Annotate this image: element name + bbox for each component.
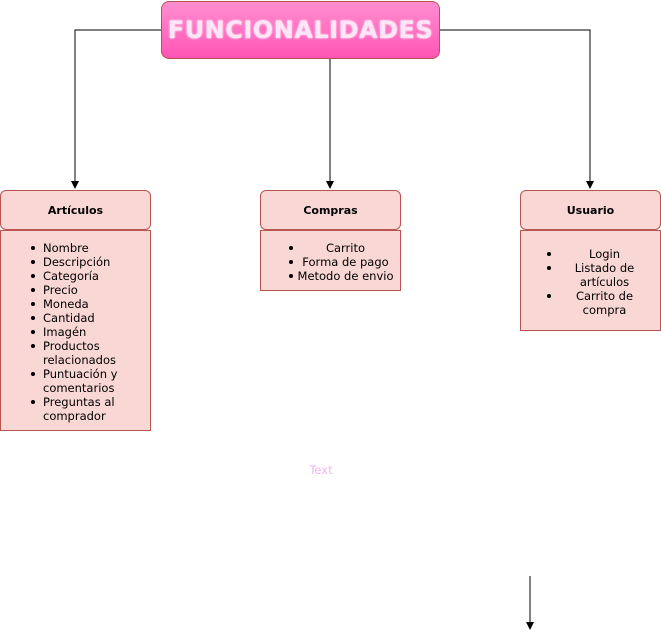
compras-list-box[interactable]: Carrito Forma de pago Metodo de envio <box>260 230 401 291</box>
articulos-list: Nombre Descripción Categoría Precio Mone… <box>1 241 150 423</box>
list-item: Categoría <box>1 269 150 283</box>
usuario-list-box[interactable]: Login Listado de artículos Carrito de co… <box>520 230 661 331</box>
root-node[interactable]: FUNCIONALIDADES <box>161 1 440 59</box>
floating-text-label[interactable]: Text <box>309 463 333 477</box>
list-item: Productos relacionados <box>1 339 150 367</box>
root-title: FUNCIONALIDADES <box>167 16 434 44</box>
list-item: Nombre <box>1 241 150 255</box>
usuario-list: Login Listado de artículos Carrito de co… <box>521 247 660 317</box>
list-item: Forma de pago <box>261 255 400 269</box>
list-item: Listado de artículos <box>521 261 660 289</box>
list-item: Puntuación y comentarios <box>1 367 150 395</box>
connector-root-to-articulos <box>71 29 161 189</box>
compras-header[interactable]: Compras <box>260 190 401 230</box>
list-item: Cantidad <box>1 311 150 325</box>
articulos-list-box[interactable]: Nombre Descripción Categoría Precio Mone… <box>0 230 151 431</box>
list-item: Precio <box>1 283 150 297</box>
list-item: Login <box>521 247 660 261</box>
connector-root-to-usuario <box>440 29 594 189</box>
articulos-title: Artículos <box>47 203 104 217</box>
list-item: Descripción <box>1 255 150 269</box>
list-item: Imagén <box>1 325 150 339</box>
compras-title: Compras <box>303 203 358 217</box>
articulos-header[interactable]: Artículos <box>0 190 151 230</box>
list-item: Moneda <box>1 297 150 311</box>
usuario-header[interactable]: Usuario <box>520 190 661 230</box>
usuario-title: Usuario <box>566 203 615 217</box>
list-item: Carrito <box>261 241 400 255</box>
list-item: Preguntas al comprador <box>1 395 150 423</box>
list-item: Metodo de envio <box>261 269 400 283</box>
compras-list: Carrito Forma de pago Metodo de envio <box>261 241 400 283</box>
list-item: Carrito de compra <box>521 289 660 317</box>
